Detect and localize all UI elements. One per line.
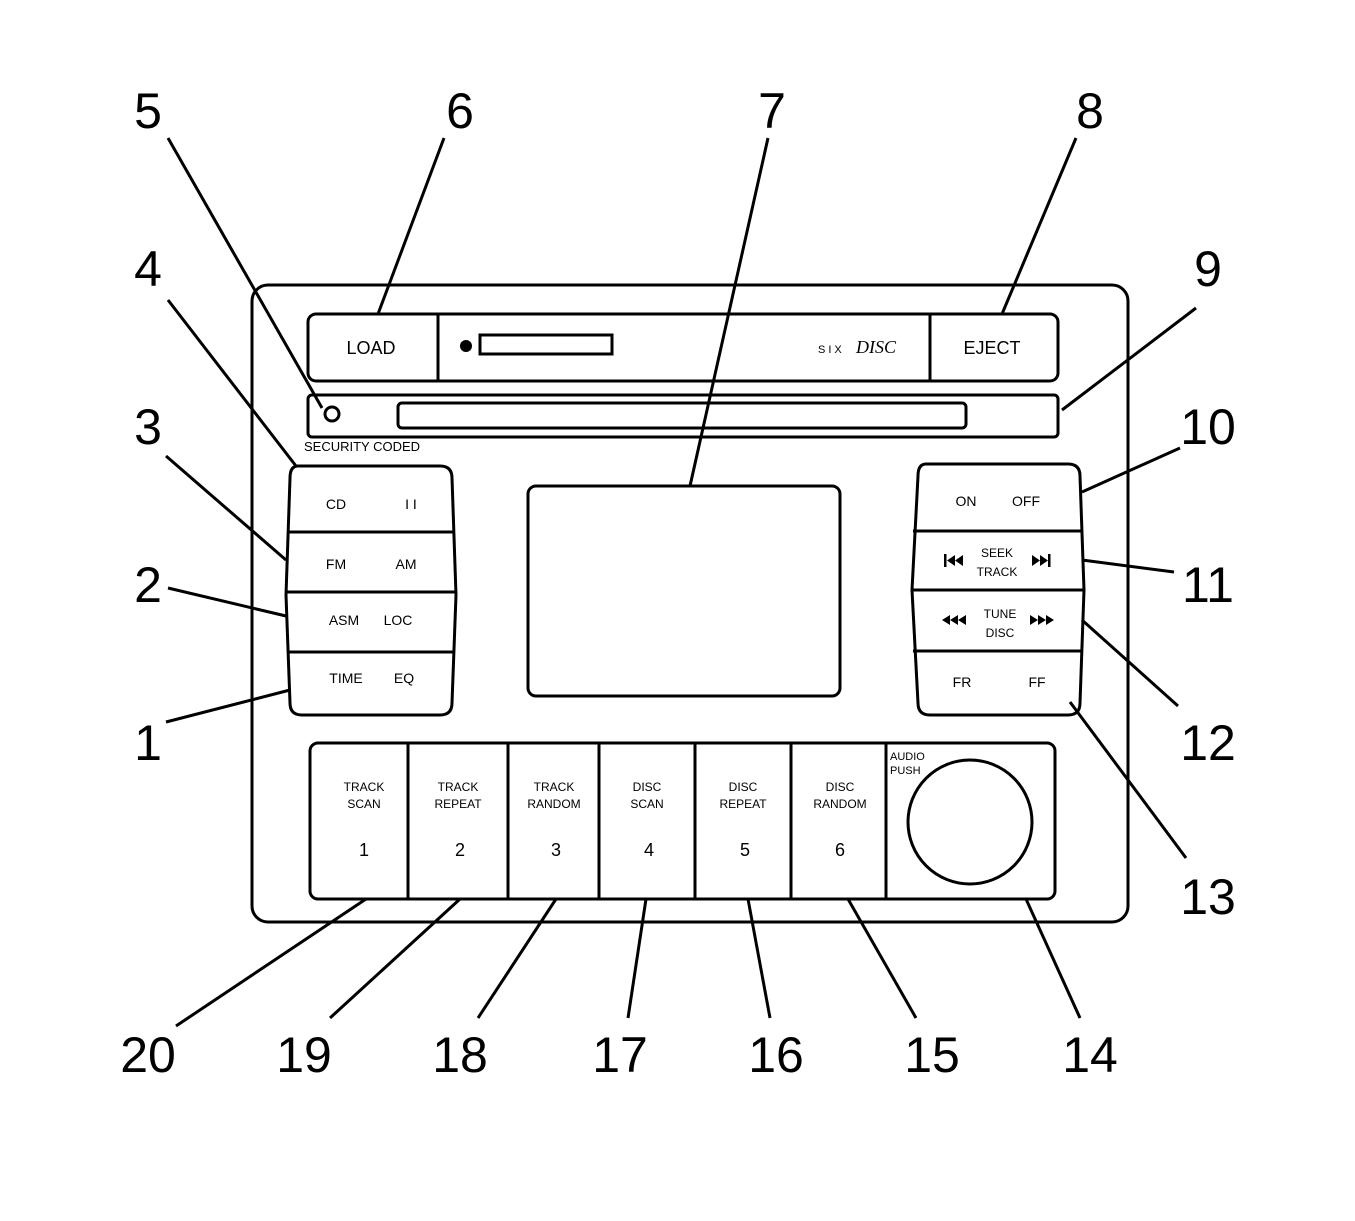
- tune-label-line1: TUNE: [984, 607, 1017, 621]
- callout-11: 11: [1182, 557, 1234, 613]
- preset-2-line2: REPEAT: [434, 797, 482, 811]
- callout-7: 7: [758, 83, 786, 139]
- preset-6-button[interactable]: 6: [835, 840, 845, 860]
- load-button[interactable]: LOAD: [346, 338, 395, 358]
- load-eject-strip: [306, 312, 1060, 383]
- seek-back-icon: [944, 554, 963, 567]
- loc-button[interactable]: LOC: [384, 612, 413, 628]
- preset-6-line1: DISC: [826, 780, 855, 794]
- eq-button[interactable]: EQ: [394, 670, 414, 686]
- radio-bezel: [250, 283, 1130, 924]
- display-screen: [526, 484, 842, 698]
- cd-slot-strip: [306, 393, 1060, 439]
- audio-label-line1: AUDIO: [890, 751, 925, 763]
- callout-6: 6: [446, 83, 474, 139]
- brand-script: DISC: [855, 337, 897, 357]
- preset-5-button[interactable]: 5: [740, 840, 750, 860]
- preset-1-line2: SCAN: [347, 797, 380, 811]
- leader-lines: [165, 137, 1197, 1028]
- preset-4-button[interactable]: 4: [644, 840, 654, 860]
- callout-15: 15: [904, 1027, 960, 1083]
- callout-18: 18: [432, 1027, 488, 1083]
- callout-numbers: 5 6 7 8 4 9 3 10 2 11 1 12 13 20 19 18 1…: [120, 83, 1236, 1083]
- fm-button[interactable]: FM: [326, 556, 346, 572]
- callout-8: 8: [1076, 83, 1104, 139]
- callout-1: 1: [134, 715, 162, 771]
- preset-2-button[interactable]: 2: [455, 840, 465, 860]
- fr-button[interactable]: FR: [953, 674, 972, 690]
- tune-back-icon: [942, 615, 966, 625]
- seek-forward-icon: [1032, 554, 1051, 567]
- on-button[interactable]: ON: [956, 493, 977, 509]
- brand-prefix: SIX: [818, 344, 845, 356]
- cd-slot: [396, 401, 968, 430]
- am-button[interactable]: AM: [396, 556, 417, 572]
- right-button-cluster: [910, 462, 1086, 717]
- seek-label-line1: SEEK: [981, 546, 1013, 560]
- slot-indicator-dot: [460, 340, 472, 352]
- audio-knob[interactable]: [906, 758, 1034, 886]
- seek-label-line2: TRACK: [977, 565, 1018, 579]
- callout-20: 20: [120, 1027, 176, 1083]
- callout-14: 14: [1062, 1027, 1118, 1083]
- eject-button[interactable]: EJECT: [963, 338, 1020, 358]
- security-led: [323, 405, 341, 423]
- off-button[interactable]: OFF: [1012, 493, 1040, 509]
- asm-button[interactable]: ASM: [329, 612, 359, 628]
- callout-19: 19: [276, 1027, 332, 1083]
- preset-5-line1: DISC: [729, 780, 758, 794]
- preset-3-line1: TRACK: [534, 780, 575, 794]
- callout-16: 16: [748, 1027, 804, 1083]
- preset-3-line2: RANDOM: [527, 797, 580, 811]
- preset-2-line1: TRACK: [438, 780, 479, 794]
- callout-10: 10: [1180, 399, 1236, 455]
- callout-12: 12: [1180, 715, 1236, 771]
- preset-5-line2: REPEAT: [719, 797, 767, 811]
- preset-1-line1: TRACK: [344, 780, 385, 794]
- tune-label-line2: DISC: [986, 626, 1015, 640]
- tune-forward-icon: [1030, 615, 1054, 625]
- preset-4-line2: SCAN: [630, 797, 663, 811]
- callout-5: 5: [134, 83, 162, 139]
- disc-slot: [478, 333, 614, 356]
- preset-3-button[interactable]: 3: [551, 840, 561, 860]
- left-button-cluster: [284, 464, 458, 717]
- security-coded-label: SECURITY CODED: [304, 439, 420, 454]
- callout-4: 4: [134, 241, 162, 297]
- preset-6-line2: RANDOM: [813, 797, 866, 811]
- callout-2: 2: [134, 557, 162, 613]
- audio-label-line2: PUSH: [890, 765, 921, 777]
- pause-button[interactable]: I I: [405, 496, 417, 512]
- preset-1-button[interactable]: 1: [359, 840, 369, 860]
- preset-4-line1: DISC: [633, 780, 662, 794]
- ff-button[interactable]: FF: [1028, 674, 1045, 690]
- callout-9: 9: [1194, 241, 1222, 297]
- time-button[interactable]: TIME: [329, 670, 362, 686]
- preset-strip: [308, 741, 1057, 901]
- cd-button[interactable]: CD: [326, 496, 346, 512]
- callout-3: 3: [134, 399, 162, 455]
- callout-17: 17: [592, 1027, 648, 1083]
- callout-13: 13: [1180, 869, 1236, 925]
